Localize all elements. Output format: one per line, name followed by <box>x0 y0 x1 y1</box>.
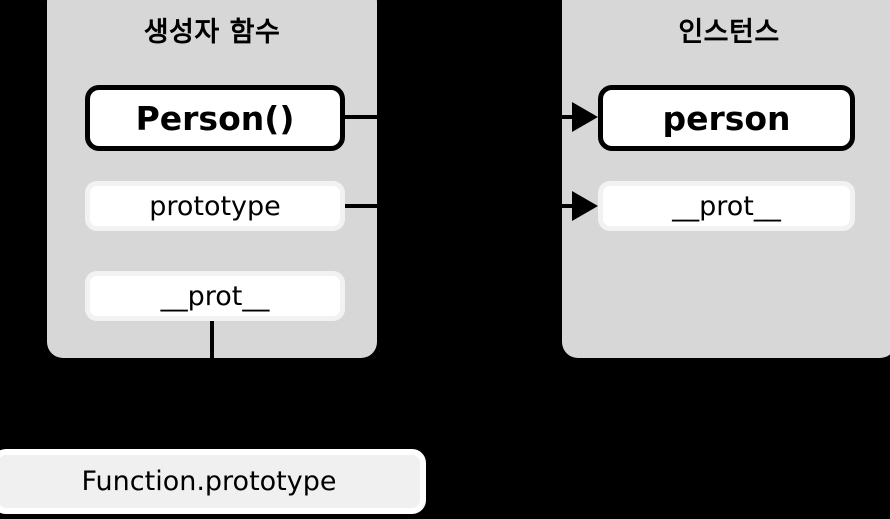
arrow-head-icon-proto <box>572 191 598 221</box>
connector-prototype-line <box>345 204 377 208</box>
node-prototype-property[interactable]: prototype <box>85 181 345 231</box>
connector-proto-to-function-prototype-line <box>210 321 214 358</box>
node-proto-constructor[interactable]: __prot__ <box>85 271 345 321</box>
node-person-constructor[interactable]: Person() <box>85 85 345 151</box>
node-person-instance[interactable]: person <box>598 85 855 151</box>
arrow-head-icon-person <box>572 102 598 132</box>
node-proto-instance[interactable]: __prot__ <box>598 181 855 231</box>
connector-person-function-line <box>345 115 377 119</box>
panel-constructor-title: 생성자 함수 <box>143 17 281 48</box>
panel-instance: 인스턴스 <box>562 0 890 358</box>
connector-person-arrow-stub <box>562 115 576 119</box>
node-function-prototype[interactable]: Function.prototype <box>0 449 426 514</box>
connector-proto-arrow-stub <box>562 204 576 208</box>
panel-instance-title: 인스턴스 <box>678 17 780 48</box>
